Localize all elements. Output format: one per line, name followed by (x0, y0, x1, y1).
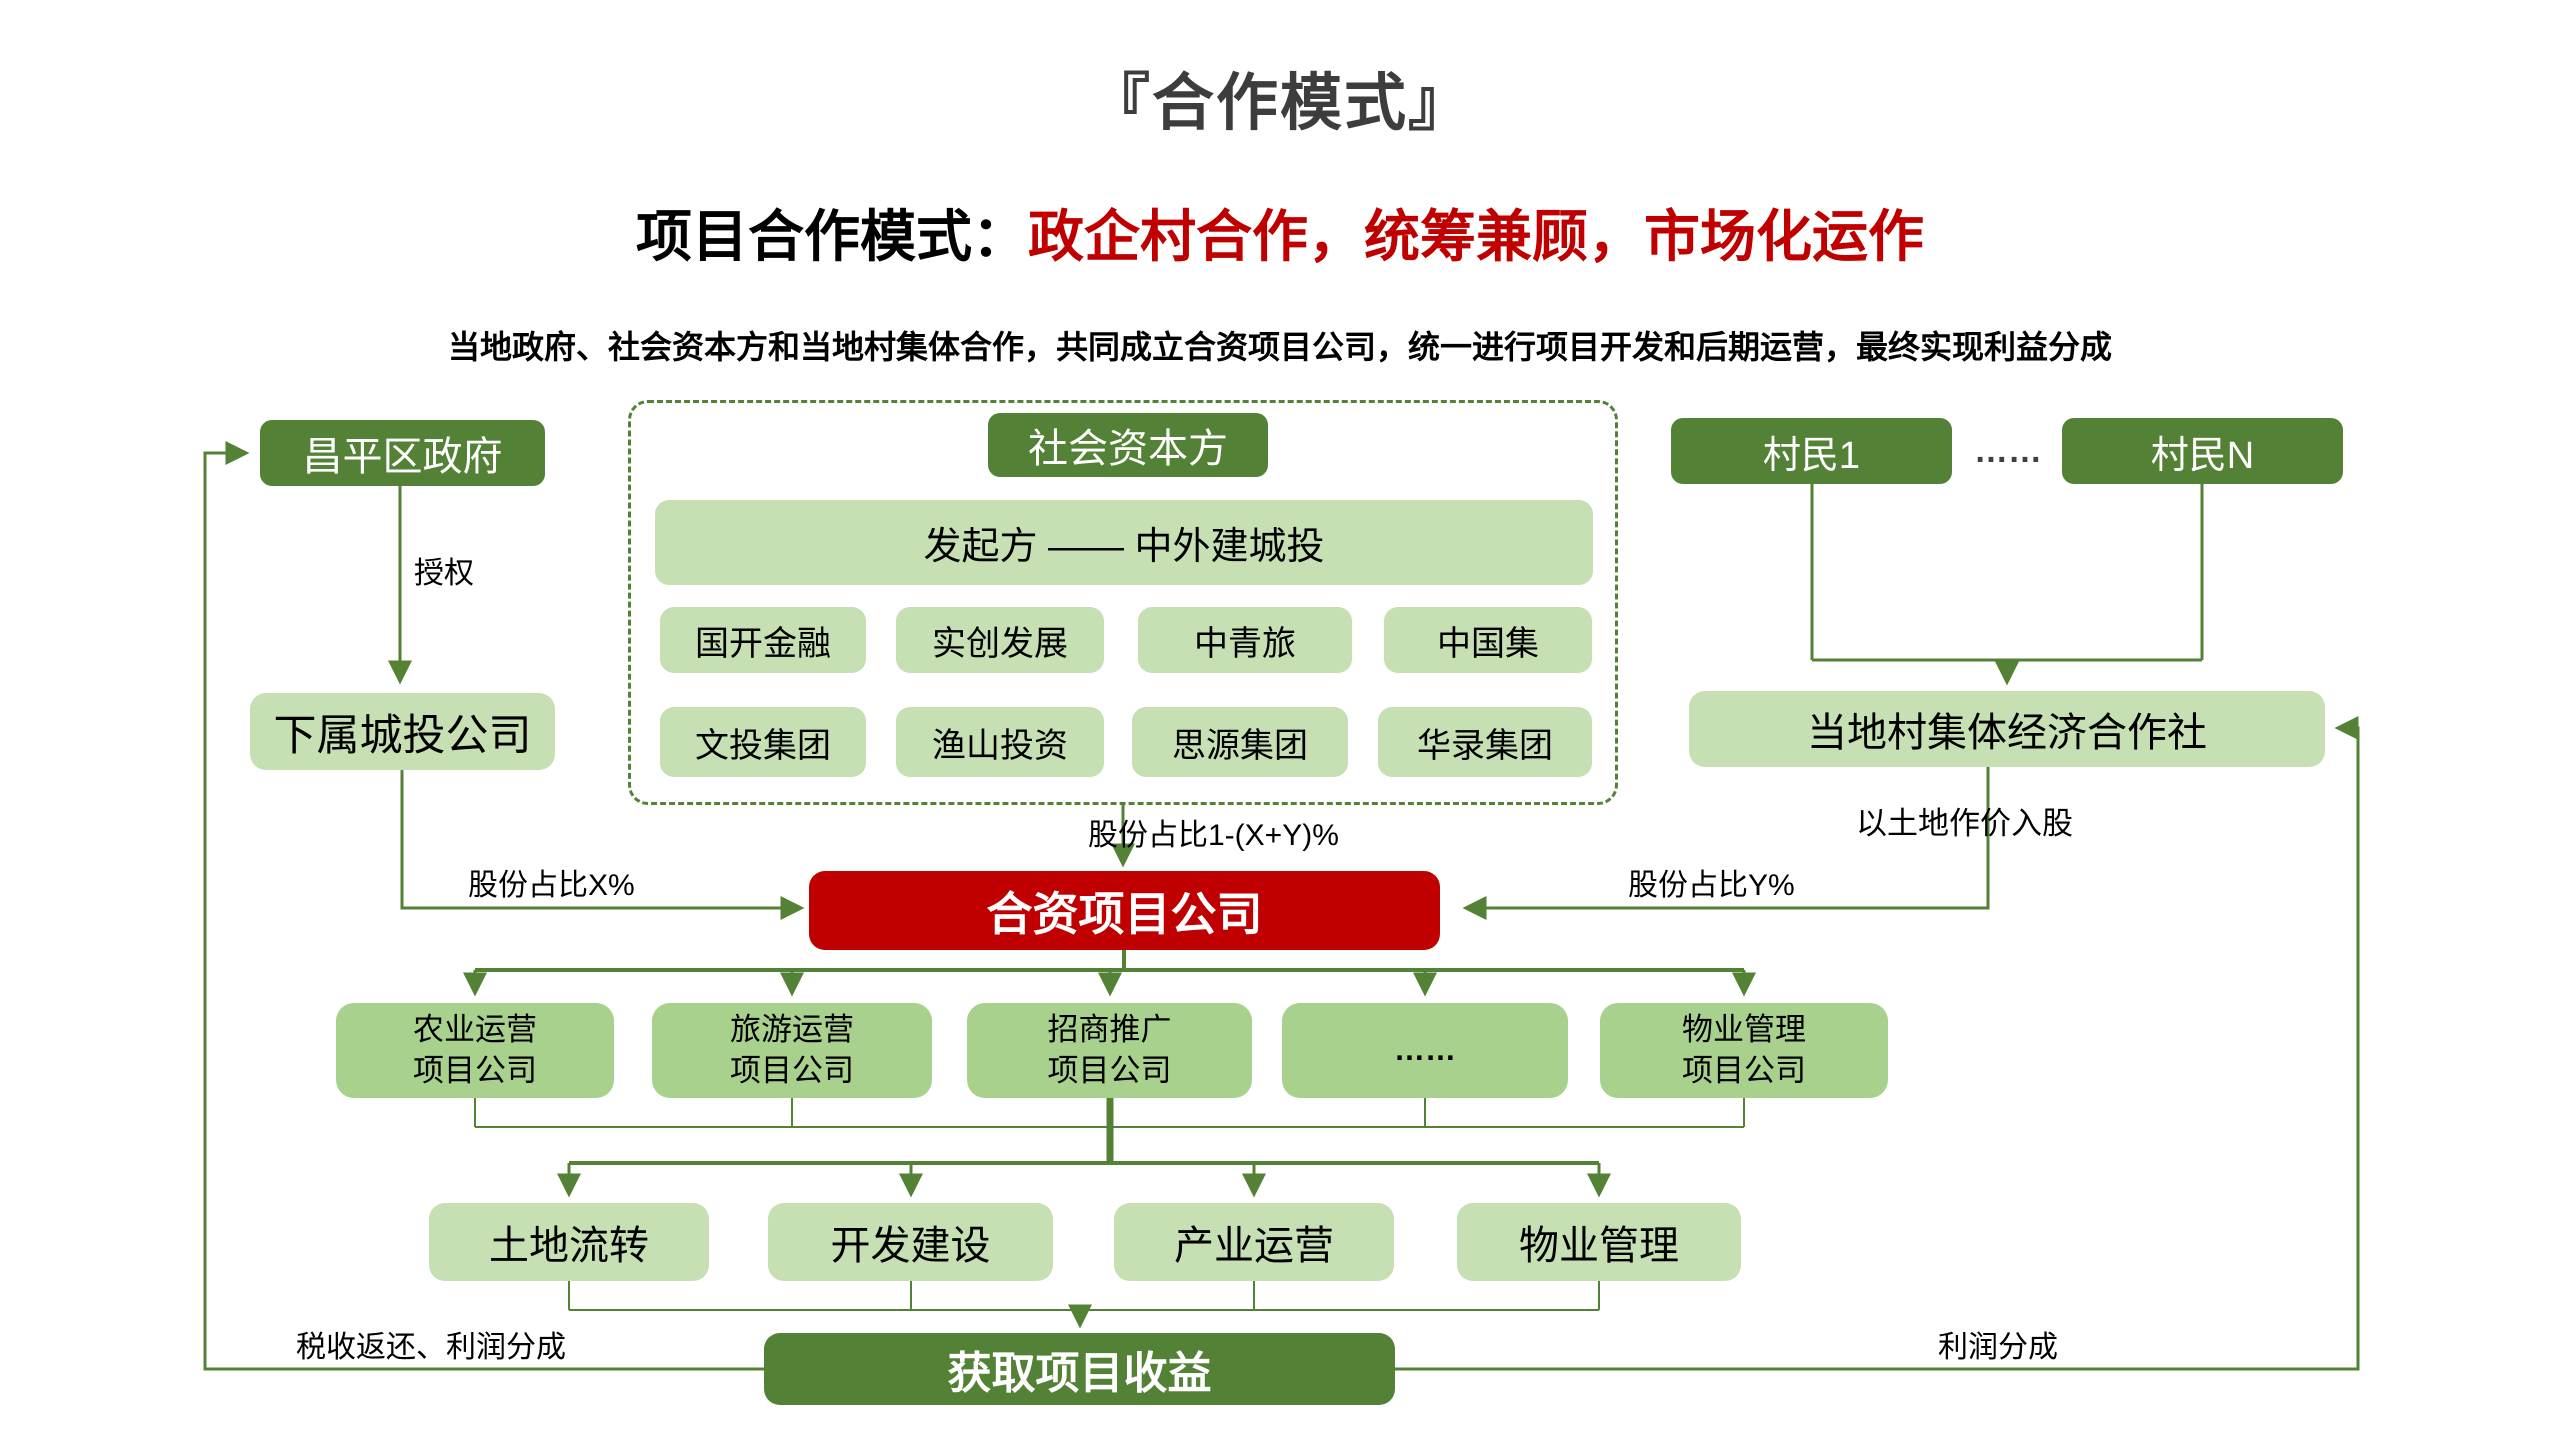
node-subsidiary: …… (1282, 1003, 1568, 1098)
subtitle: 项目合作模式：政企村合作，统筹兼顾，市场化运作 (0, 192, 2560, 273)
subtitle-highlight: 政企村合作，统筹兼顾，市场化运作 (1028, 205, 1924, 268)
node-function: 物业管理 (1457, 1203, 1741, 1281)
edge-label-share-x: 股份占比X% (468, 869, 635, 902)
edge-label-share-y: 股份占比Y% (1628, 869, 1795, 902)
node-capital-member: 中国集 (1384, 607, 1592, 673)
node-function: 开发建设 (768, 1203, 1053, 1281)
node-sponsor: 发起方 —— 中外建城投 (655, 500, 1593, 585)
edge-label-share-center: 股份占比1-(X+Y)% (1088, 819, 1339, 852)
node-joint-venture: 合资项目公司 (809, 871, 1440, 950)
node-city-investment: 下属城投公司 (250, 693, 555, 770)
node-function: 产业运营 (1114, 1203, 1394, 1281)
subtitle-prefix: 项目合作模式： (636, 205, 1028, 268)
description: 当地政府、社会资本方和当地村集体合作，共同成立合资项目公司，统一进行项目开发和后… (447, 329, 2112, 365)
node-capital-member: 中青旅 (1138, 607, 1352, 673)
node-capital-member: 文投集团 (660, 707, 866, 777)
node-subsidiary: 农业运营 项目公司 (336, 1003, 614, 1098)
edge-label-land-equity: 以土地作价入股 (1856, 806, 2073, 841)
node-social-capital-header: 社会资本方 (988, 413, 1268, 477)
node-village-coop: 当地村集体经济合作社 (1689, 691, 2325, 767)
node-subsidiary: 旅游运营 项目公司 (652, 1003, 932, 1098)
node-capital-member: 实创发展 (896, 607, 1104, 673)
node-capital-member: 渔山投资 (896, 707, 1104, 777)
edge-label-profit-share: 利润分成 (1938, 1331, 2058, 1364)
node-outcome: 获取项目收益 (764, 1333, 1395, 1405)
page-title: 『合作模式』 (1087, 69, 1472, 138)
node-government: 昌平区政府 (260, 420, 545, 486)
social-capital-group (628, 400, 1618, 805)
node-villager-n: 村民N (2062, 418, 2343, 484)
edge-label-tax-profit: 税收返还、利润分成 (296, 1331, 566, 1364)
node-capital-member: 华录集团 (1378, 707, 1592, 777)
node-villager-1: 村民1 (1671, 418, 1952, 484)
node-capital-member: 国开金融 (660, 607, 866, 673)
node-capital-member: 思源集团 (1132, 707, 1348, 777)
node-subsidiary: 物业管理 项目公司 (1600, 1003, 1888, 1098)
edge-label-authorize: 授权 (414, 557, 474, 590)
node-subsidiary: 招商推广 项目公司 (967, 1003, 1252, 1098)
villager-ellipsis: …… (1974, 432, 2042, 470)
node-function: 土地流转 (429, 1203, 709, 1281)
